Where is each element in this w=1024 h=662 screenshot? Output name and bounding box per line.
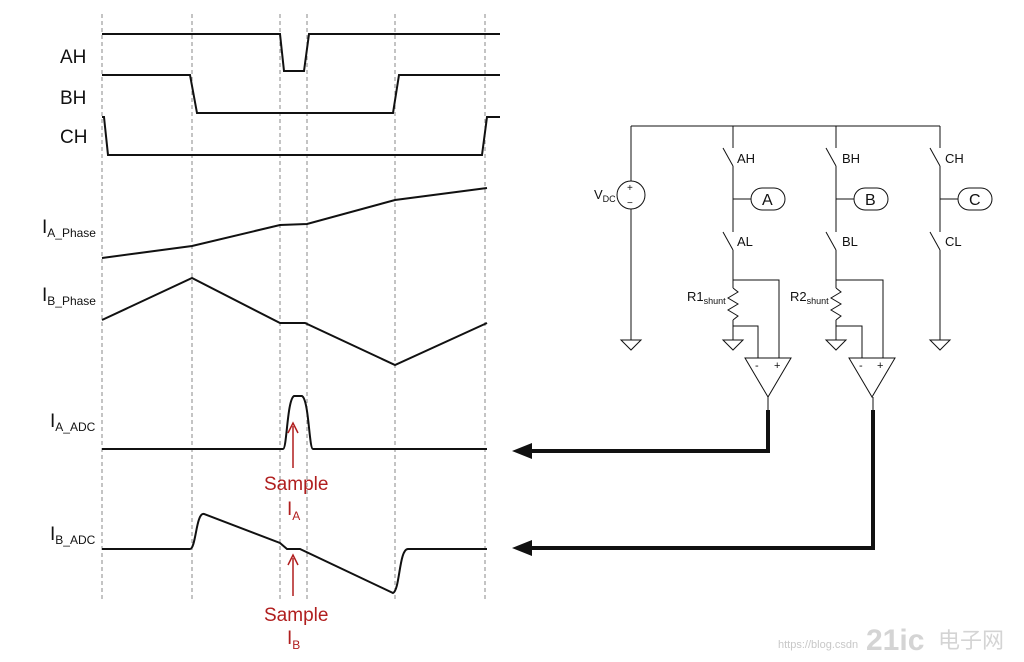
shunt-r1-label: R1shunt (687, 289, 726, 306)
signal-label-ib-adc: IB_ADC (50, 524, 96, 547)
switch-label-cl: CL (945, 234, 962, 249)
bh-waveform (102, 74, 500, 114)
sample-a-label: Sample (264, 474, 328, 495)
leg-b-ground-icon (824, 339, 848, 351)
shunt-r2-resistor-icon (830, 287, 842, 321)
phase-port-a-oval (750, 187, 786, 211)
phase-port-c-oval (957, 187, 993, 211)
amp-a-to-adc-arrow (528, 410, 770, 453)
phase-port-c-label: C (969, 192, 981, 209)
shunt-r1-resistor-icon (727, 287, 739, 321)
leg-a-ground-icon (721, 339, 745, 351)
leg-c-ground-icon (928, 339, 952, 351)
sample-a-current: IA (287, 499, 300, 523)
amp-b-minus-label: - (859, 360, 863, 372)
shunt-r2-label: R2shunt (790, 289, 829, 306)
amp-output-stems (767, 397, 874, 412)
adc-feedback-arrows (528, 410, 875, 550)
amp-a-symbol (744, 357, 792, 398)
amp-b-symbol (848, 357, 896, 398)
amp-a-minus-sense-wire (733, 325, 759, 358)
source-minus-sign: − (627, 198, 633, 209)
switch-bl-blade (825, 231, 837, 251)
signal-label-ah: AH (60, 47, 86, 68)
amp-a-plus-sense-wire (733, 279, 780, 358)
switch-label-ah: AH (737, 151, 755, 166)
watermark-logo: 21ic (866, 624, 924, 657)
ia-phase-waveform (101, 187, 488, 259)
switch-label-bl: BL (842, 234, 858, 249)
sample-a-arrowhead (287, 421, 299, 434)
phase-current-waveforms (101, 187, 488, 367)
signal-label-ch: CH (60, 127, 87, 148)
signal-label-ia-phase: IA_Phase (42, 217, 96, 240)
amp-a-plus-label: + (774, 360, 780, 372)
circuit-schematic (616, 125, 993, 398)
switch-label-al: AL (737, 234, 753, 249)
switch-cl-blade (929, 231, 941, 251)
gate-waveforms (102, 33, 500, 156)
phase-port-a-label: A (762, 192, 773, 209)
phase-port-b-oval (853, 187, 889, 211)
watermark-site-name: 电子网 (938, 629, 1004, 654)
ib-adc-waveform (102, 513, 487, 595)
watermark-url: https://blog.csdn (778, 639, 858, 651)
source-label: VDC (594, 187, 616, 204)
signal-label-ia-adc: IA_ADC (50, 411, 96, 434)
switch-ah-blade (722, 147, 734, 167)
switch-label-bh: BH (842, 151, 860, 166)
switch-ch-blade (929, 147, 941, 167)
switch-bh-blade (825, 147, 837, 167)
source-plus-sign: + (627, 183, 633, 194)
sample-b-current: IB (287, 628, 300, 652)
adc-b-arrowhead (512, 540, 532, 556)
sample-b-label: Sample (264, 605, 328, 626)
watermark: https://blog.csdn 21ic 电子网 (778, 624, 1004, 657)
adc-waveforms (102, 395, 487, 595)
switch-al-blade (722, 231, 734, 251)
amp-a-minus-label: - (755, 360, 759, 372)
sample-b-arrowhead (287, 553, 299, 566)
ah-waveform (102, 33, 500, 72)
adc-a-arrowhead (512, 443, 532, 459)
signal-label-ib-phase: IB_Phase (42, 285, 96, 308)
amp-b-to-adc-arrow (528, 410, 875, 550)
amp-b-plus-label: + (877, 360, 883, 372)
signal-label-bh: BH (60, 88, 86, 109)
ia-adc-waveform (102, 395, 487, 450)
switch-label-ch: CH (945, 151, 964, 166)
amp-b-plus-sense-wire (836, 279, 884, 358)
phase-port-b-label: B (865, 192, 876, 209)
amp-b-minus-sense-wire (836, 325, 863, 358)
sample-a-annotation: Sample IA (264, 421, 328, 523)
ch-waveform (102, 116, 500, 156)
sample-b-annotation: Sample IB (264, 553, 328, 652)
source-ground-icon (619, 339, 643, 351)
ib-phase-waveform (101, 276, 488, 367)
